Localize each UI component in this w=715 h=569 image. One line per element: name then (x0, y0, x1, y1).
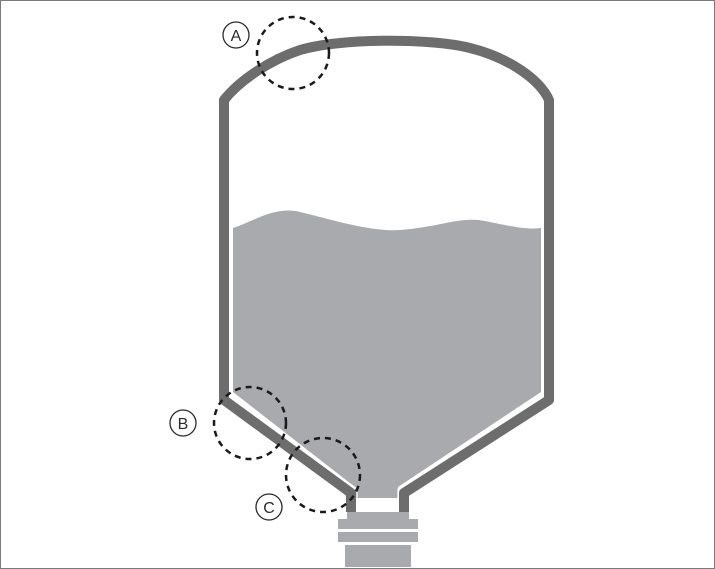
outlet-fitting (338, 512, 418, 567)
vessel-inner-line (230, 47, 543, 505)
callout-b: B (169, 409, 197, 437)
detail-circle-c (284, 436, 362, 514)
detail-circle-b (212, 385, 288, 461)
callout-a-label: A (231, 28, 242, 45)
detail-circle-a (255, 15, 331, 91)
vessel-wall (219, 35, 554, 512)
callout-a: A (222, 21, 250, 49)
callout-c-label: C (263, 500, 275, 517)
callout-b-label: B (178, 416, 189, 433)
liquid-fill (233, 210, 541, 498)
callout-c: C (255, 493, 283, 521)
